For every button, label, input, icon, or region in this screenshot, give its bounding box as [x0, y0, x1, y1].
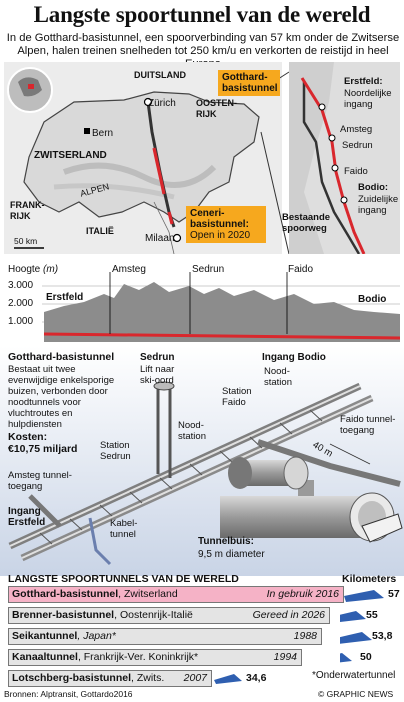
country-switzerland: ZWITSERLAND [34, 150, 107, 161]
callout-ceneri-title: Ceneri-basistunnel: [190, 208, 249, 230]
km-value: 34,6 [246, 672, 267, 684]
country-austria: OOSTEN-RIJK [196, 98, 238, 119]
station-faido: Station Faido [222, 386, 252, 408]
detail-amsteg: Amsteg [340, 124, 373, 135]
country-italy: ITALIË [86, 226, 114, 236]
scale-label: 50 km [14, 236, 38, 246]
detail-existing-rail: Bestaande spoorweg [282, 212, 331, 234]
detail-erstfeld: Erstfeld: [344, 76, 383, 87]
table-unit: Kilometers [342, 573, 397, 585]
footnote: *Onderwatertunnel [312, 670, 396, 681]
detail-faido: Faido [344, 166, 368, 177]
cable-tunnel: Kabel-tunnel [110, 518, 138, 540]
train-icon [214, 674, 242, 684]
cost-value: €10,75 miljard [8, 443, 78, 455]
profile-bodio: Bodio [358, 294, 387, 305]
detail-sedrun: Sedrun [342, 140, 373, 151]
train-icon [340, 590, 384, 663]
page-title: Langste spoortunnel van de wereld [33, 2, 371, 27]
map-graphic [4, 62, 400, 254]
city-bern: Bern [92, 128, 114, 139]
bodio-entrance: Ingang Bodio [262, 352, 326, 363]
km-value: 55 [366, 609, 378, 621]
table-row: Lotschberg-basistunnel, Zwits. 2007 [8, 670, 212, 687]
profile-ylabel: Hoogte (m) [8, 264, 59, 275]
sedrun-lift: Lift naar ski-oord [140, 364, 175, 386]
profile-sedrun: Sedrun [192, 264, 225, 275]
country-germany: DUITSLAND [134, 70, 186, 80]
emergency-station-1: Nood-station [264, 366, 292, 388]
table-row: Brenner-basistunnel, Oostenrijk-Italië G… [8, 607, 330, 624]
detail-north-entrance: Noordelijke ingang [344, 88, 392, 110]
callout-ceneri-note: Open in 2020 [190, 230, 251, 241]
city-milan: Milaan [145, 233, 175, 244]
credit: © GRAPHIC NEWS [318, 689, 394, 699]
km-value: 53,8 [372, 630, 393, 642]
profile-amsteg: Amsteg [112, 264, 146, 275]
profile-chart [42, 272, 400, 342]
table-row: Seikantunnel, Japan* 1988 [8, 628, 322, 645]
amsteg-access: Amsteg tunnel-toegang [8, 470, 72, 492]
table-row: Gotthard-basistunnel, Zwitserland In geb… [8, 586, 344, 603]
diagram-heading: Gotthard-basistunnel [8, 351, 115, 363]
tick-1000: 1.000 [8, 316, 34, 327]
km-value: 57 [388, 588, 400, 600]
tick-2000: 2.000 [8, 298, 34, 309]
tick-3000: 3.000 [8, 280, 34, 291]
sources: Bronnen: Alptransit, Gottardo2016 [4, 689, 133, 699]
erstfeld-entrance: Ingang Erstfeld [8, 506, 46, 528]
table-heading: LANGSTE SPOORTUNNELS VAN DE WERELD [8, 573, 239, 585]
faido-access: Faido tunnel-toegang [340, 414, 396, 436]
profile-erstfeld: Erstfeld [46, 292, 84, 303]
callout-ceneri: Ceneri-basistunnel: Open in 2020 [186, 206, 266, 243]
city-zurich: Zürich [148, 98, 176, 109]
tunnel-diagram [0, 346, 404, 576]
callout-gotthard: Gotthard-basistunnel [218, 70, 280, 96]
tube-label: Tunnelbuis: [198, 536, 254, 547]
diagram-description: Bestaat uit twee evenwijdige enkelsporig… [8, 364, 115, 430]
tube-diameter: 9,5 m diameter [198, 549, 265, 560]
km-value: 50 [360, 651, 372, 663]
emergency-station-2: Nood-station [178, 420, 206, 442]
profile-faido: Faido [288, 264, 314, 275]
sedrun-title: Sedrun [140, 352, 175, 363]
detail-bodio: Bodio: [358, 182, 389, 193]
cost-label: Kosten: [8, 431, 48, 443]
detail-south-entrance: Zuidelijke ingang [358, 194, 399, 216]
country-france: FRANK-RIJK [10, 200, 45, 221]
table-row: Kanaaltunnel, Frankrijk-Ver. Koninkrijk*… [8, 649, 302, 666]
station-sedrun: Station Sedrun [100, 440, 131, 462]
